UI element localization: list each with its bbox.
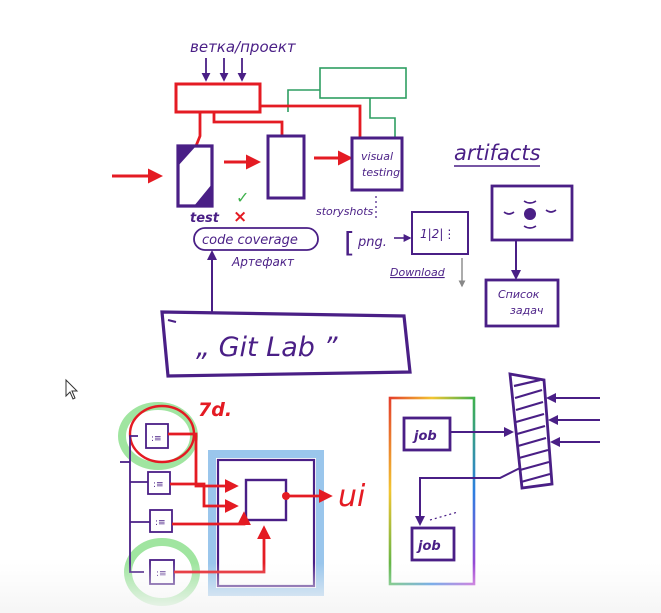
code-coverage-label: code coverage [202, 233, 298, 248]
artefakt-label: Артефакт [231, 255, 295, 269]
task-list-box [484, 278, 560, 328]
package-box-1: :≡ [145, 423, 169, 449]
job-bottom-label: job [416, 539, 441, 554]
mouse-cursor-icon [65, 378, 79, 400]
queue-incoming-arrows [546, 393, 600, 447]
split-result-box [411, 211, 469, 255]
task-list-line1: Список [498, 288, 540, 301]
task-list-line2: задач [510, 304, 544, 317]
ui-label: ui [338, 479, 366, 514]
artifacts-section: artifacts Список задач [454, 141, 574, 328]
artifact-face-left-icon [503, 211, 515, 215]
build-stage-box [266, 134, 306, 200]
jobs-section: job job [388, 372, 600, 586]
visual-testing-label-line2: testing [362, 166, 400, 179]
download-label: Download [390, 266, 446, 279]
job-queue-hatched [508, 372, 554, 490]
bottom-fade-overlay [0, 563, 661, 613]
artifact-face-bottom-icon [523, 225, 537, 229]
artifact-face-top-icon [523, 200, 537, 204]
svg-text::≡: :≡ [151, 434, 162, 444]
storyshots-label: storyshots [316, 205, 374, 218]
package-box-2: :≡ [147, 471, 171, 495]
arrow-queue-to-job [415, 467, 521, 526]
red-routing-lines [194, 104, 362, 147]
artifacts-title: artifacts [454, 141, 541, 165]
artifact-storage-box [490, 184, 574, 242]
ui-output-dot [282, 492, 290, 500]
visual-testing-box [350, 136, 404, 192]
job-top-label: job [412, 429, 437, 444]
artifact-face-right-icon [545, 209, 557, 213]
job-box-top [402, 416, 452, 452]
code-coverage-pill [193, 227, 319, 251]
job-box-bottom [410, 526, 456, 562]
visual-testing-label-line1: visual [361, 150, 393, 163]
seven-d-label: 7d. [198, 399, 232, 421]
test-stage-box [176, 144, 214, 208]
branch-project-label: ветка/проект [190, 38, 297, 56]
pipeline-section: ветка/проект [112, 38, 469, 378]
gitlab-label: „ Git Lab ” [196, 332, 338, 363]
dotted-job-link [429, 511, 459, 521]
pass-mark: ✓ [236, 188, 249, 207]
input-arrows [201, 58, 247, 82]
gitlab-box [160, 310, 412, 378]
png-label: png. [357, 235, 387, 250]
ui-core-box [244, 478, 288, 522]
green-config-lines [287, 67, 407, 138]
svg-text::≡: :≡ [155, 518, 166, 528]
svg-text::≡: :≡ [153, 480, 164, 490]
test-label: test [190, 211, 220, 226]
split-result-label: 1|2|⋮ [420, 227, 455, 241]
package-box-3: :≡ [149, 509, 173, 533]
fail-mark: × [233, 207, 247, 227]
artifact-center-dot-icon [524, 208, 536, 220]
source-bar [174, 82, 262, 114]
png-bracket: [ [344, 226, 355, 259]
